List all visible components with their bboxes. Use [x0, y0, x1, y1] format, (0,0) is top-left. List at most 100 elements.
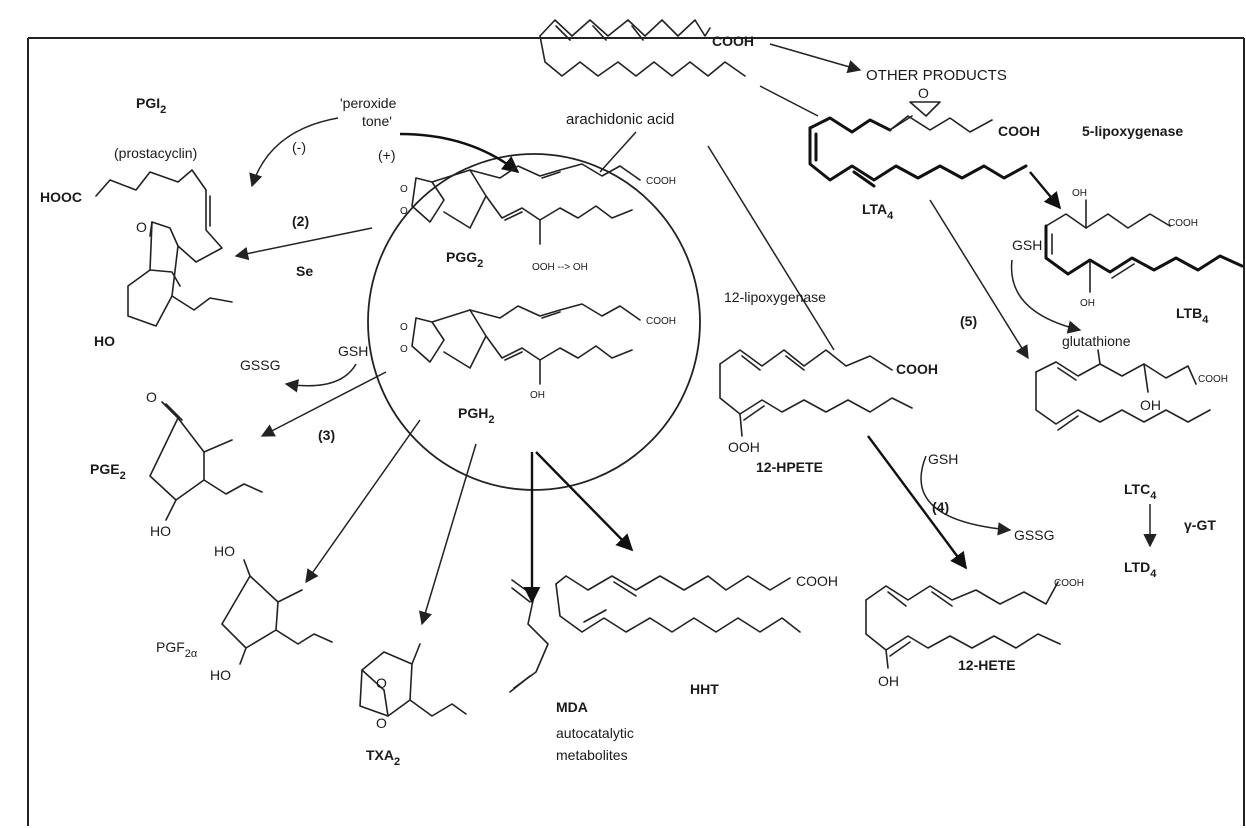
12-lipoxygenase-label: 12-lipoxygenase: [724, 289, 826, 305]
arachidonic-acid-label: arachidonic acid: [566, 111, 674, 128]
arachidonic-cooh-label: COOH: [712, 33, 754, 49]
tone-label: tone': [362, 113, 392, 129]
pgh2-cooh-label: COOH: [646, 316, 676, 327]
pgg2-structure: [411, 163, 641, 245]
pge2-oxygen-label: O: [146, 389, 157, 405]
ltb4-oh-bottom-label: OH: [1080, 298, 1095, 309]
arachidonic-pointer-line: [599, 131, 637, 173]
txa2-label: TXA2: [366, 747, 400, 768]
12-hete-oh-label: OH: [878, 673, 899, 689]
hht-structure: [555, 575, 801, 633]
arrow-pgh2-to-hht: [535, 451, 634, 552]
ltb4-structure: [1044, 199, 1244, 293]
pge2-structure: [149, 401, 263, 521]
arrow-pgh2-to-pgf2a: [305, 419, 421, 584]
pgh2-oh-label: OH: [530, 390, 545, 401]
lta4-structure: [808, 101, 1028, 188]
txa-oxygen-1: O: [376, 675, 387, 691]
pgh2-label: PGH2: [458, 405, 494, 426]
pgh2-oxygen-2: O: [400, 344, 408, 355]
ltc4-oh-label: OH: [1140, 397, 1161, 413]
ltc4-label: LTC4: [1124, 481, 1157, 502]
pgh2-oxygen-1: O: [400, 322, 408, 333]
step-3-label: (3): [318, 427, 335, 443]
arrow-aa-to-12-lox: [707, 145, 835, 351]
ltc4-cooh-label: COOH: [1198, 374, 1228, 385]
12-hpete-ooh-label: OOH: [728, 439, 760, 455]
lta4-oxygen-label: O: [918, 85, 929, 101]
txa2-structure: [359, 643, 467, 717]
arrow-lta4-to-ltb4: [1029, 171, 1062, 210]
pgg2-oxygen-1: O: [400, 184, 408, 195]
5-lipoxygenase-label: 5-lipoxygenase: [1082, 123, 1183, 139]
pgi2-ho-label: HO: [94, 333, 115, 349]
arrow-to-other-products: [769, 43, 862, 74]
pgf-ho-top-label: HO: [214, 543, 235, 559]
pgi2-label: PGI2: [136, 95, 166, 116]
pge2-ho-label: HO: [150, 523, 171, 539]
12-hete-label: 12-HETE: [958, 657, 1016, 673]
12-hpete-cooh-label: COOH: [896, 361, 938, 377]
gssg-right-label: GSSG: [1014, 527, 1054, 543]
hht-label: HHT: [690, 681, 719, 697]
12-hete-structure: [865, 581, 1061, 669]
step-5-label: (5): [960, 313, 977, 329]
pgg2-oxygen-2: O: [400, 206, 408, 217]
arrow-pgh2-to-txa2: [419, 443, 477, 626]
pgf-ho-bottom-label: HO: [210, 667, 231, 683]
12-hpete-structure: [719, 349, 913, 437]
lta4-label: LTA4: [862, 201, 894, 222]
pgg2-label: PGG2: [446, 249, 483, 270]
other-products-label: OTHER PRODUCTS: [866, 67, 1007, 84]
pgi2-structure: [95, 169, 233, 327]
gssg-left-label: GSSG: [240, 357, 280, 373]
ltd4-label: LTD4: [1124, 559, 1157, 580]
se-label: Se: [296, 263, 313, 279]
step-4-label: (4): [932, 499, 949, 515]
lta4-cooh-label: COOH: [998, 123, 1040, 139]
arrow-gsh-to-glutathione: [1010, 259, 1082, 334]
pgg2-cooh-label: COOH: [646, 176, 676, 187]
pgh2-structure: [411, 303, 641, 385]
arrow-lta4-to-glutathione: [929, 199, 1029, 360]
hooc-label: HOOC: [40, 189, 82, 205]
prostacyclin-label: (prostacyclin): [114, 145, 197, 161]
arachidonic-acid-structure: [539, 19, 746, 77]
ltb4-oh-top-label: OH: [1072, 188, 1087, 199]
metabolites-label: metabolites: [556, 747, 628, 763]
autocatalytic-label: autocatalytic: [556, 725, 634, 741]
12-hpete-label: 12-HPETE: [756, 459, 823, 475]
step-2-label: (2): [292, 213, 309, 229]
arrow-peroxide-inhibit: [249, 117, 339, 188]
mda-structure: [509, 579, 549, 693]
pgi2-oxygen-label: O: [136, 219, 147, 235]
ltb4-label: LTB4: [1176, 305, 1209, 326]
ltb4-gsh-label: GSH: [1012, 237, 1042, 253]
peroxide-label: 'peroxide: [340, 95, 397, 111]
pge2-label: PGE2: [90, 461, 126, 482]
arrow-gsh-to-gssg-right: [920, 455, 1012, 536]
pgg2-ooh-label: OOH --> OH: [532, 262, 588, 273]
ltc4-structure: [1035, 349, 1211, 431]
figure-frame: [27, 37, 1245, 826]
minus-label: (-): [292, 139, 306, 155]
gamma-gt-label: γ-GT: [1184, 517, 1216, 533]
pgf2a-structure: [221, 559, 333, 665]
arrow-pgh2-to-pgi2: [234, 227, 373, 261]
gsh-left-label: GSH: [338, 343, 368, 359]
arrow-pgh2-to-pge2: [260, 371, 387, 437]
gsh-right-label: GSH: [928, 451, 958, 467]
txa-oxygen-2: O: [376, 715, 387, 731]
cyclooxygenase-ellipse: [367, 153, 701, 491]
mda-label: MDA: [556, 699, 588, 715]
arrow-aa-to-lta4: [759, 85, 819, 117]
ltb4-cooh-label: COOH: [1168, 218, 1198, 229]
hht-cooh-label: COOH: [796, 573, 838, 589]
arrow-gsh-to-gssg: [284, 363, 357, 393]
arrow-peroxide-activate: [399, 132, 520, 174]
glutathione-label: glutathione: [1062, 333, 1131, 349]
plus-label: (+): [378, 147, 396, 163]
arrow-hpete-to-hete: [867, 435, 968, 570]
12-hete-cooh-label: COOH: [1054, 578, 1084, 589]
